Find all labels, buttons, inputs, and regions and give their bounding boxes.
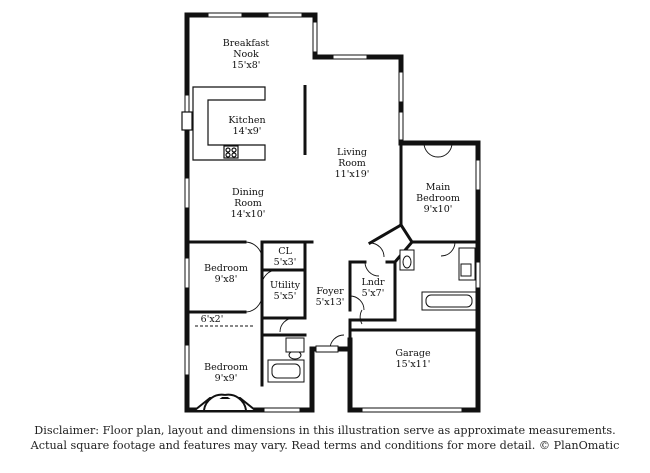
room-dims: 5'x13'	[315, 297, 345, 308]
room-name: Bedroom	[204, 362, 248, 373]
disclaimer: Disclaimer: Floor plan, layout and dimen…	[0, 423, 650, 453]
room-label-breakfast: Breakfast Nook 15'x8'	[223, 38, 269, 71]
room-name: Main	[425, 182, 451, 193]
room-dims: 15'x8'	[231, 60, 261, 71]
room-label-foyer: Foyer 5'x13'	[316, 286, 345, 308]
room-name: Lndr	[361, 277, 385, 288]
room-name: Foyer	[316, 286, 344, 297]
door-swings	[244, 142, 456, 350]
room-name: Bedroom	[416, 193, 460, 204]
room-name: Utility	[269, 280, 301, 291]
room-name: Nook	[233, 49, 259, 60]
room-dims: 14'x10'	[230, 209, 266, 220]
room-dims: 5'x5'	[273, 291, 297, 302]
room-name: Breakfast	[222, 38, 270, 49]
room-name: Kitchen	[228, 115, 266, 126]
room-label-living: Living Room 11'x19'	[335, 147, 370, 180]
room-dims: 14'x9'	[232, 126, 262, 137]
room-label-lndr: Lndr 5'x7'	[361, 277, 384, 299]
room-label-bedroom-1: Bedroom 9'x8'	[204, 263, 248, 285]
room-dims: 9'x8'	[214, 274, 238, 285]
room-label-garage: Garage 15'x11'	[395, 348, 430, 370]
room-name: Dining	[231, 187, 265, 198]
room-name: Bedroom	[204, 263, 248, 274]
room-label-bedroom-2: Bedroom 9'x9'	[204, 362, 248, 384]
disclaimer-line-2: Actual square footage and features may v…	[30, 439, 620, 452]
room-name: Room	[234, 198, 262, 209]
room-dims: 15'x11'	[395, 359, 431, 370]
entry-step	[315, 345, 339, 353]
floor-plan	[181, 12, 481, 413]
windows	[184, 12, 481, 413]
room-label-dining: Dining Room 14'x10'	[231, 187, 266, 220]
room-dims: 9'x10'	[423, 204, 453, 215]
kitchen-counters	[181, 86, 266, 161]
disclaimer-line-1: Disclaimer: Floor plan, layout and dimen…	[34, 424, 616, 437]
bay-window	[194, 393, 256, 411]
bathroom-fixtures	[267, 247, 477, 383]
room-name: Living	[337, 147, 367, 158]
room-label-kitchen: Kitchen 14'x9'	[228, 115, 265, 137]
room-name: Room	[338, 158, 366, 169]
room-dims: 5'x7'	[361, 288, 385, 299]
room-name: Garage	[395, 348, 431, 359]
room-label-utility: Utility 5'x5'	[270, 280, 300, 302]
room-label-closet: 6'x2'	[201, 314, 224, 325]
closet-shelves	[195, 248, 306, 327]
room-dims: 11'x19'	[334, 169, 370, 180]
room-label-main-bedroom: Main Bedroom 9'x10'	[416, 182, 460, 215]
room-dims: 6'x2'	[200, 314, 224, 325]
room-dims: 5'x3'	[273, 257, 297, 268]
room-dims: 9'x9'	[214, 373, 238, 384]
room-name: CL	[278, 246, 292, 257]
room-label-cl: CL 5'x3'	[274, 246, 297, 268]
